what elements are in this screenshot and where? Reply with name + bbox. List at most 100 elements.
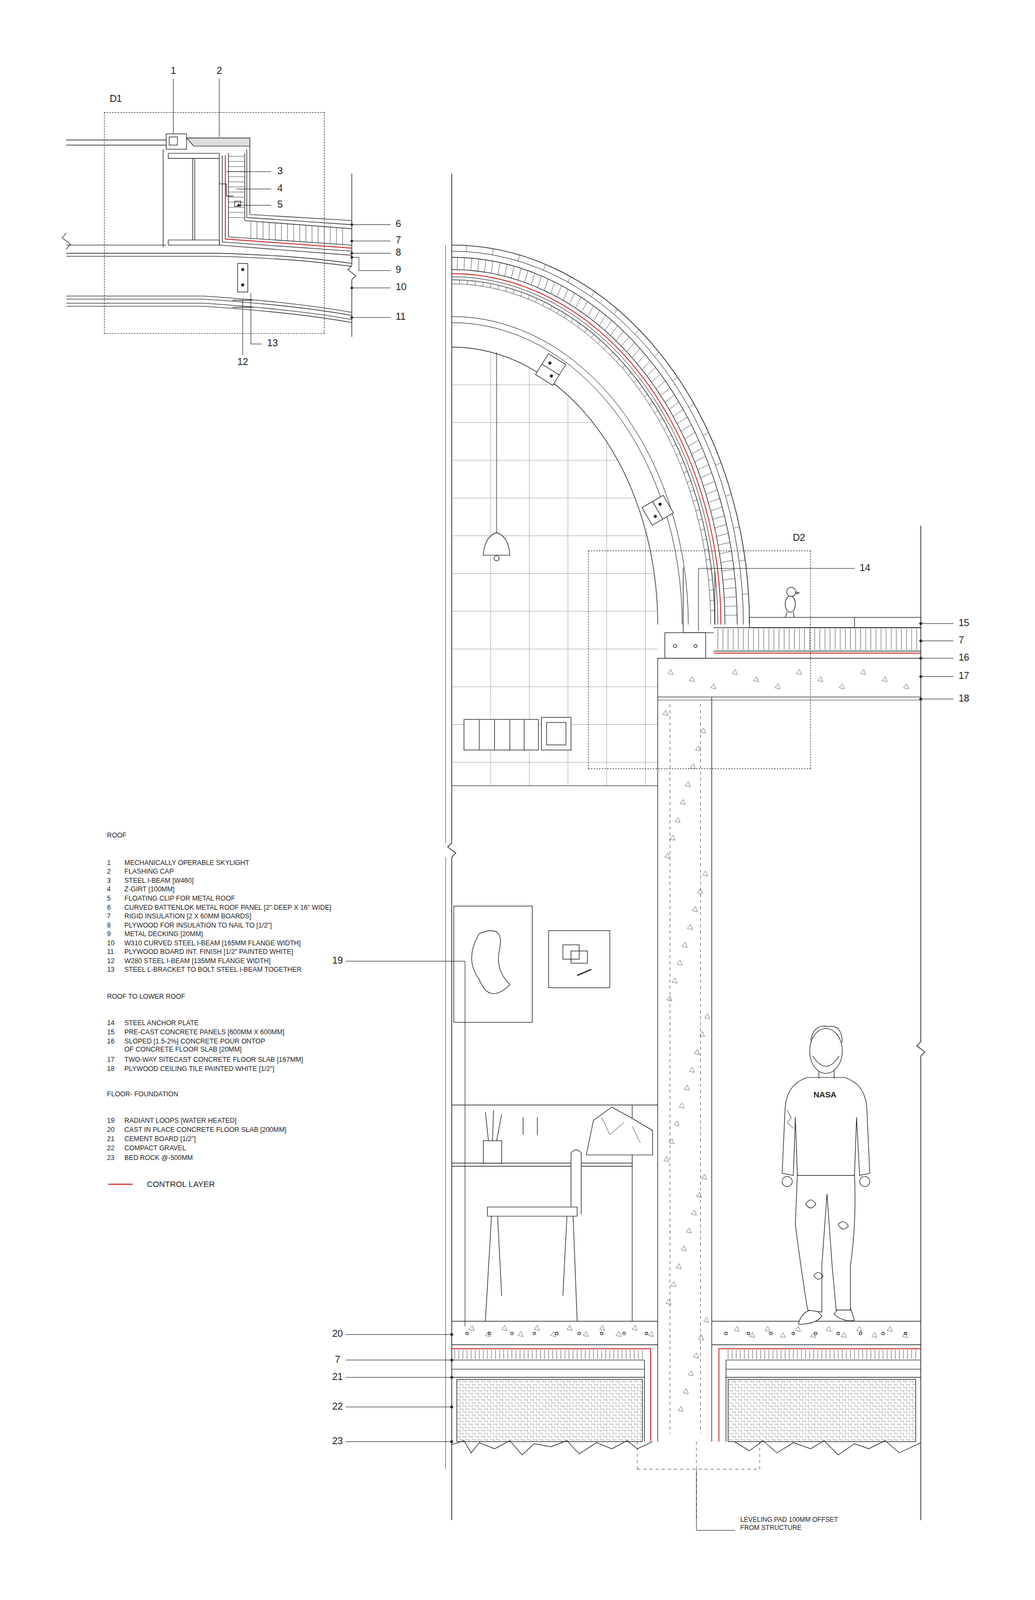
- insulation-hatch: [758, 628, 759, 651]
- concrete-aggregate: [668, 1138, 674, 1144]
- bird-figure: [785, 587, 800, 618]
- insulation-hatch: [542, 301, 545, 306]
- insulation-hatch: [633, 1349, 635, 1359]
- insulation-hatch: [660, 387, 670, 396]
- insulation-hatch: [228, 211, 245, 213]
- concrete-aggregate: [665, 1298, 671, 1304]
- insulation-hatch: [518, 267, 522, 280]
- insulation-hatch: [801, 1349, 802, 1359]
- concrete-aggregate: [753, 676, 759, 682]
- insulation-hatch: [609, 1349, 611, 1359]
- insulation-hatch: [597, 339, 600, 343]
- insulation-hatch: [638, 1349, 639, 1359]
- schedule-item: RIGID INSULATION [2 X 60MM BOARDS]: [124, 912, 252, 921]
- steel-bracket: [549, 374, 554, 378]
- insulation-hatch: [784, 1349, 786, 1359]
- insulation-hatch: [621, 336, 630, 347]
- concrete-aggregate: [671, 1280, 676, 1286]
- schedule-item: W280 STEEL I-BEAM [135MM FLANGE WIDTH]: [124, 956, 271, 965]
- wall-line: [916, 525, 926, 1520]
- detail-drawing: [241, 283, 245, 287]
- insulation-hatch: [693, 499, 698, 501]
- insulation-hatch: [604, 320, 612, 331]
- insulation-hatch: [646, 367, 656, 376]
- insulation-hatch: [829, 628, 831, 651]
- wall-line: [445, 173, 926, 1520]
- bird-figure: [785, 595, 796, 612]
- insulation-hatch: [466, 280, 468, 285]
- detail-drawing: [66, 140, 167, 146]
- insulation-hatch: [228, 166, 245, 167]
- callout-number: 18: [958, 692, 970, 705]
- schedule-number: 16: [107, 1037, 115, 1046]
- person-figure: [782, 1025, 871, 1324]
- legend-row: CONTROL LAYER: [108, 1178, 313, 1190]
- insulation-hatch: [589, 1349, 590, 1359]
- insulation-hatch: [690, 490, 694, 492]
- insulation-hatch: [552, 1349, 554, 1359]
- schedule-number: 3: [107, 876, 112, 885]
- insulation-hatch: [616, 330, 624, 341]
- detail-drawing: [241, 268, 245, 272]
- shirt-print: NASA: [813, 1089, 837, 1100]
- insulation-hatch: [454, 1349, 455, 1359]
- concrete-aggregate: [674, 817, 680, 823]
- interior-fixture: [483, 532, 510, 556]
- insulation-hatch: [564, 313, 567, 318]
- schedule-item: RADIANT LOOPS [WATER HEATED]: [124, 1116, 237, 1125]
- roof-layer: [451, 273, 721, 625]
- schedule-number: 21: [107, 1134, 115, 1143]
- person-figure: [782, 1077, 871, 1176]
- insulation-hatch: [642, 360, 651, 370]
- callout-number: 16: [958, 651, 970, 664]
- detail-drawing: [232, 300, 253, 308]
- callout-number: 7: [334, 1353, 341, 1366]
- insulation-hatch: [535, 1349, 537, 1359]
- person-figure: [787, 1109, 793, 1129]
- insulation-hatch: [845, 628, 846, 651]
- concrete-aggregate: [686, 1227, 692, 1233]
- insulation-hatch: [477, 258, 479, 272]
- insulation-hatch: [882, 1349, 884, 1359]
- insulation-hatch: [571, 318, 574, 323]
- concrete-aggregate: [678, 1405, 683, 1411]
- insulation-hatch: [458, 1349, 460, 1359]
- concrete-column: [657, 696, 712, 1441]
- schedule-number: 22: [107, 1143, 115, 1152]
- insulation-hatch: [601, 1349, 603, 1359]
- insulation-hatch: [637, 354, 646, 364]
- concrete-aggregate: [681, 1245, 687, 1251]
- concrete-aggregate: [887, 1326, 893, 1331]
- insulation-hatch: [694, 456, 706, 462]
- insulation-hatch: [505, 287, 507, 292]
- insulation-hatch: [504, 264, 507, 276]
- schedule-number: 19: [107, 1116, 115, 1125]
- insulation-hatch: [256, 221, 258, 239]
- insulation-hatch: [524, 270, 528, 283]
- insulation-hatch: [470, 1349, 472, 1359]
- insulation-hatch: [491, 1349, 492, 1359]
- concrete-aggregate: [856, 1326, 862, 1331]
- insulation-hatch: [870, 628, 872, 651]
- concrete-aggregate: [701, 1174, 707, 1179]
- insulation-hatch: [630, 1349, 631, 1359]
- insulation-hatch: [532, 1349, 533, 1359]
- schedule-item: BED ROCK @-500MM: [124, 1153, 193, 1162]
- leader-dot: [919, 697, 922, 701]
- interior-fixture: [601, 1116, 641, 1143]
- steel-bracket: [535, 353, 566, 386]
- insulation-hatch: [725, 614, 738, 616]
- interior-fixture: [570, 950, 588, 963]
- wall-line: [445, 244, 446, 1469]
- concrete-aggregate: [700, 727, 706, 733]
- insulation-hatch: [723, 587, 736, 589]
- schedule-number: 7: [107, 912, 112, 921]
- insulation-hatch: [528, 294, 530, 299]
- concrete-aggregate: [764, 1326, 770, 1331]
- insulation-hatch: [885, 628, 887, 651]
- concrete-aggregate: [860, 668, 866, 674]
- insulation-hatch: [895, 628, 897, 651]
- lower-roof: [713, 627, 921, 652]
- schedule-item: SLOPED [1.5-2%] CONCRETE POUR ONTOP OF C…: [124, 1037, 274, 1054]
- insulation-hatch: [684, 432, 695, 439]
